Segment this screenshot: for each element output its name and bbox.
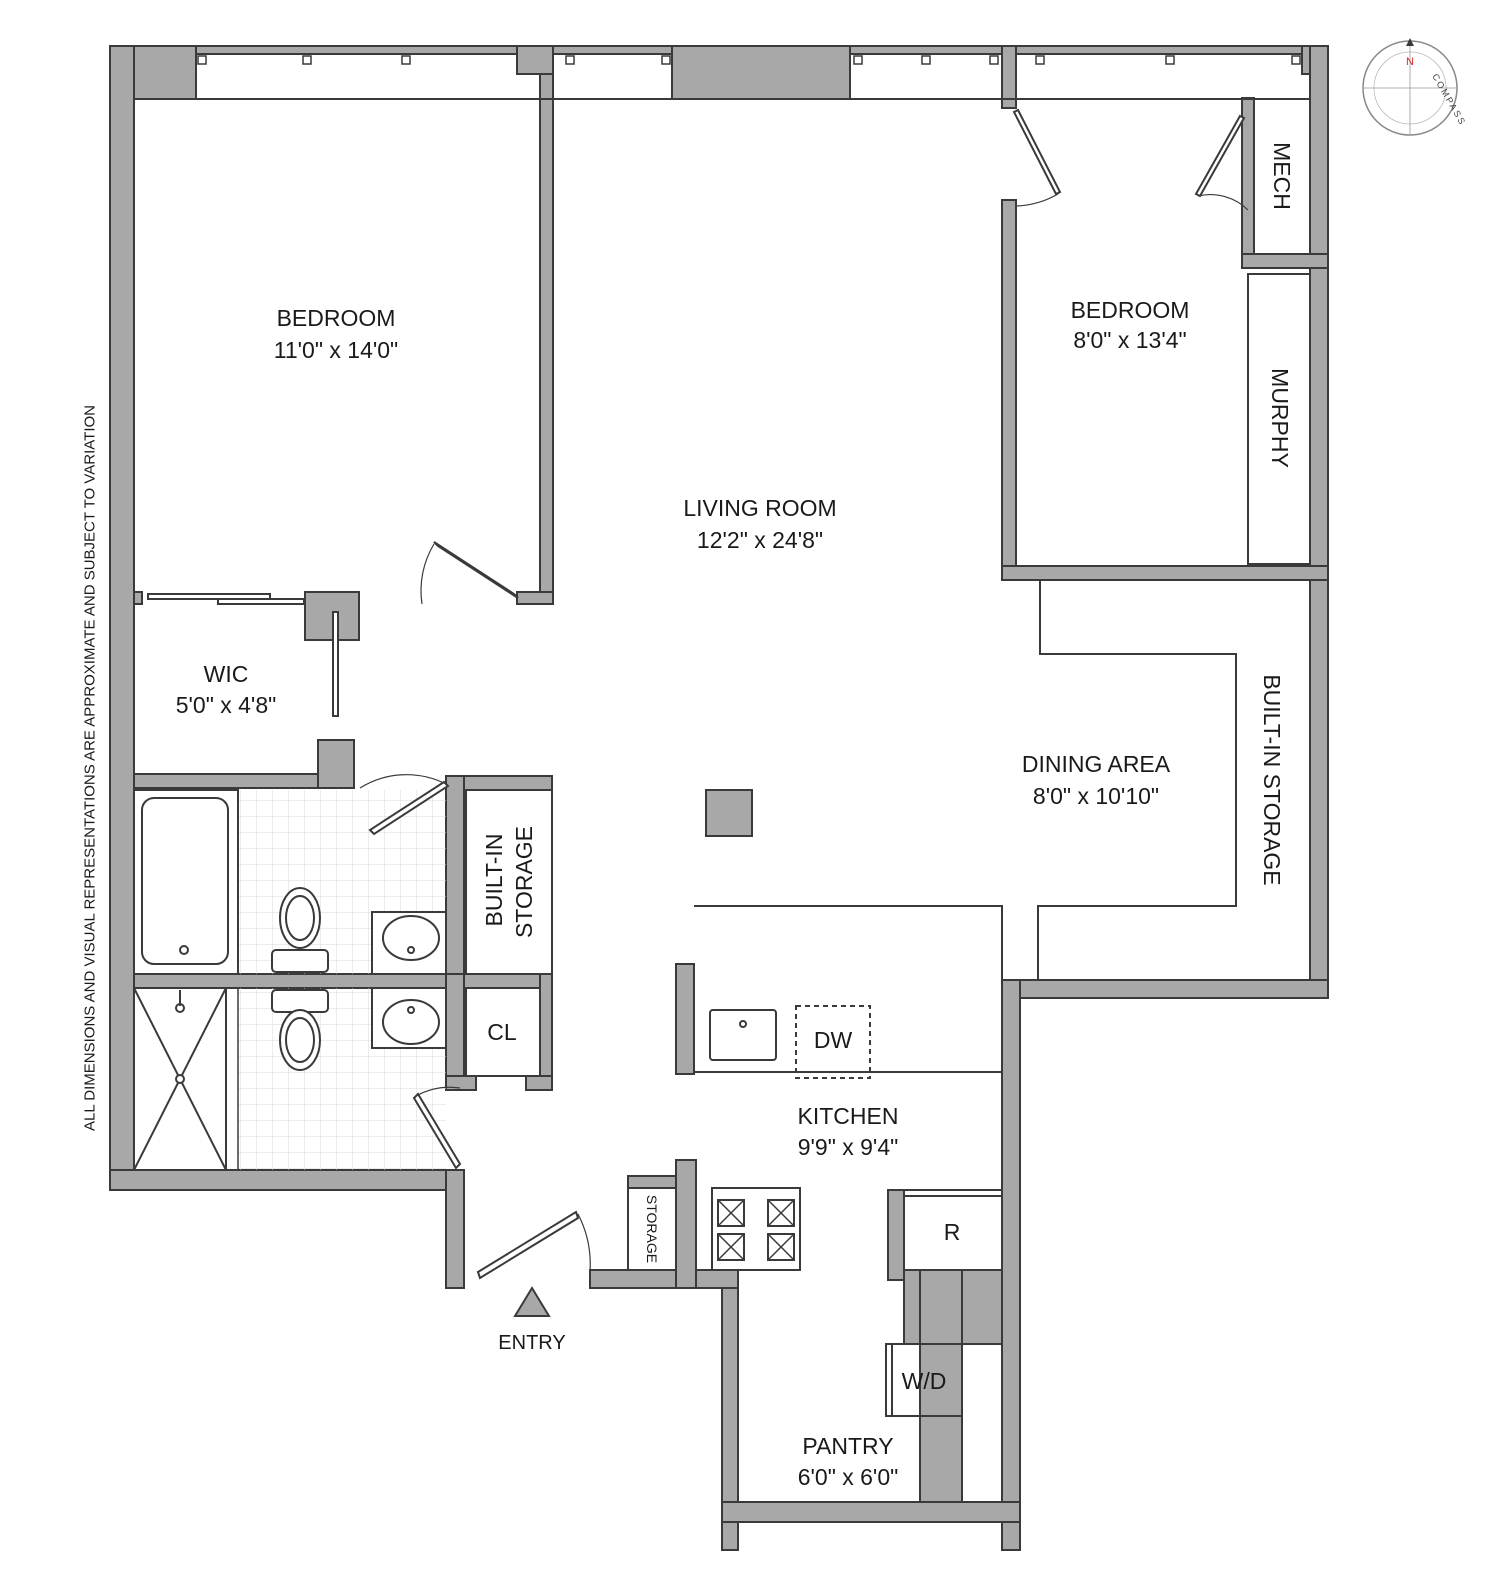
closet-label: CL [487,1019,517,1045]
kitchen-name: KITCHEN [798,1103,899,1129]
bedroom2-dims: 8'0" x 13'4" [1073,327,1186,353]
interior-lines [465,273,1311,1417]
dining-area-name: DINING AREA [1022,751,1171,777]
bedroom1-dims: 11'0" x 14'0" [274,337,398,363]
bedroom2-name: BEDROOM [1071,297,1190,323]
kitchen-dims: 9'9" x 9'4" [798,1134,899,1160]
washer-dryer-label: W/D [902,1368,947,1394]
toilet-upper [271,887,329,973]
door-swings [359,193,1249,1273]
disclaimer-text: ALL DIMENSIONS AND VISUAL REPRESENTATION… [82,405,99,1131]
built-in-storage-line2: STORAGE [511,826,537,938]
toilet-lower [271,989,329,1071]
mech-label: MECH [1269,142,1295,210]
compass-north-label: N [1406,56,1414,68]
dishwasher-label: DW [814,1027,853,1053]
shower [133,987,227,1171]
bedroom1-name: BEDROOM [277,305,396,331]
dishwasher-outline [795,1005,871,1079]
entry-label: ENTRY [498,1332,565,1354]
living-room-dims: 12'2" x 24'8" [697,527,823,553]
built-in-storage-line1: BUILT-IN [481,834,507,927]
refrigerator-label: R [944,1219,961,1245]
pantry-dims: 6'0" x 6'0" [798,1464,899,1490]
bathtub [133,789,239,975]
cooktop-burners [717,1199,795,1261]
window-mullions [197,55,1301,65]
dining-area-dims: 8'0" x 10'10" [1033,783,1159,809]
murphy-label: MURPHY [1267,368,1293,468]
wic-dims: 5'0" x 4'8" [176,692,277,718]
kitchen-storage-label: STORAGE [644,1195,660,1263]
pantry-name: PANTRY [802,1433,893,1459]
doors [147,108,1246,1280]
bath-sink-lower [371,987,447,1049]
compass-icon [1362,38,1458,136]
structural-column [705,789,753,837]
living-room-name: LIVING ROOM [683,495,836,521]
walls [109,45,1329,1551]
entry-arrow-icon [513,1286,551,1317]
bath-sink-upper [371,911,447,975]
cooktop [711,1187,801,1271]
wic-name: WIC [204,661,249,687]
built-in-storage-right-label: BUILT-IN STORAGE [1259,674,1285,885]
